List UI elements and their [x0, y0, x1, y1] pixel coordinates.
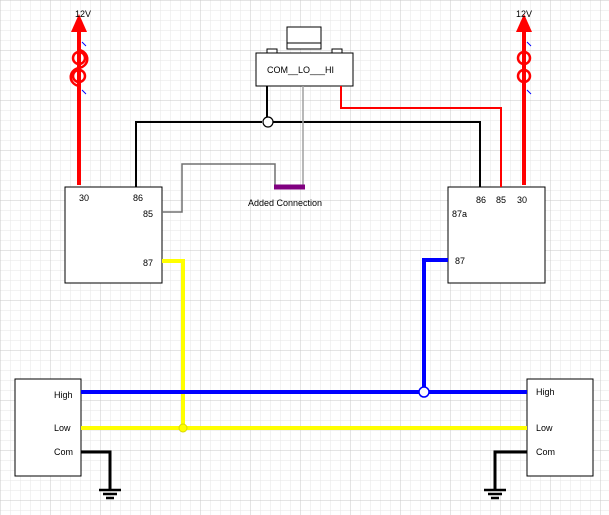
left-relay-pin-30: 30: [79, 193, 89, 203]
left-relay-body: [64, 186, 163, 284]
com-wire-right-86: [273, 121, 481, 187]
lo-wire-left-85: [162, 163, 276, 213]
lo-wiring: Added Connection: [162, 86, 322, 213]
right-fuse-cross-top: [526, 41, 532, 47]
high-wire-relay-87: [422, 258, 448, 392]
left-fuse-cross-top: [81, 41, 87, 47]
right-relay-pin-87a: 87a: [452, 209, 467, 219]
right-motor-high-label: High: [536, 387, 555, 397]
added-connection-label: Added Connection: [248, 198, 322, 208]
switch-connector-side: [331, 48, 343, 54]
high-junction-node: [418, 386, 430, 398]
selector-switch: COM__LO___HI: [255, 26, 354, 87]
right-ground-wire: [493, 450, 527, 490]
right-fuse-icon-top: [516, 50, 532, 66]
left-relay: 30 86 85 87: [64, 186, 163, 284]
right-relay-pin-85: 85: [496, 195, 506, 205]
left-fuse-cross-bottom: [81, 89, 87, 95]
switch-connector-side: [266, 48, 278, 54]
low-speed-wiring: [81, 259, 527, 433]
right-motor-body: [526, 378, 594, 477]
left-motor-high-label: High: [54, 390, 73, 400]
right-motor-low-label: Low: [536, 423, 553, 433]
right-relay-pin-30: 30: [517, 195, 527, 205]
right-motor: High Low Com: [526, 378, 594, 477]
low-wire-relay-87: [162, 259, 185, 428]
left-motor: High Low Com: [14, 378, 82, 477]
left-supply-label: 12V: [75, 9, 91, 19]
com-junction-node: [262, 116, 274, 128]
left-fuse-icon: [69, 48, 89, 88]
com-wiring: [135, 86, 481, 187]
right-ground: [484, 450, 527, 500]
right-relay-body: [447, 186, 546, 284]
left-motor-body: [14, 378, 82, 477]
left-ground-wire: [81, 450, 112, 490]
left-relay-pin-87: 87: [143, 258, 153, 268]
right-fuse-cross-bottom: [526, 89, 532, 95]
high-speed-wiring: [81, 258, 527, 398]
com-wire-left-86: [135, 121, 262, 187]
left-fuse-icon-top: [71, 50, 87, 66]
switch-connector-tab: [286, 26, 322, 50]
right-relay-pin-87: 87: [455, 256, 465, 266]
left-ground: [81, 450, 121, 500]
right-supply-label: 12V: [516, 9, 532, 19]
right-motor-com-label: Com: [536, 447, 555, 457]
left-motor-com-label: Com: [54, 447, 73, 457]
right-supply: 12V: [516, 9, 532, 185]
right-relay: 86 85 30 87a 87: [447, 186, 546, 284]
left-supply: 12V: [69, 9, 91, 185]
left-relay-pin-86: 86: [133, 193, 143, 203]
left-fuse-icon-bottom: [71, 68, 87, 84]
right-fuse-icon-bottom: [516, 68, 532, 84]
hi-wire: [340, 86, 502, 187]
left-motor-low-label: Low: [54, 423, 71, 433]
switch-label: COM__LO___HI: [267, 65, 334, 75]
right-supply-arrow-icon: [516, 14, 532, 32]
left-supply-arrow-icon: [71, 14, 87, 32]
low-junction-node: [178, 423, 188, 433]
switch-body: [255, 52, 354, 87]
right-relay-pin-86: 86: [476, 195, 486, 205]
left-relay-pin-85: 85: [143, 209, 153, 219]
